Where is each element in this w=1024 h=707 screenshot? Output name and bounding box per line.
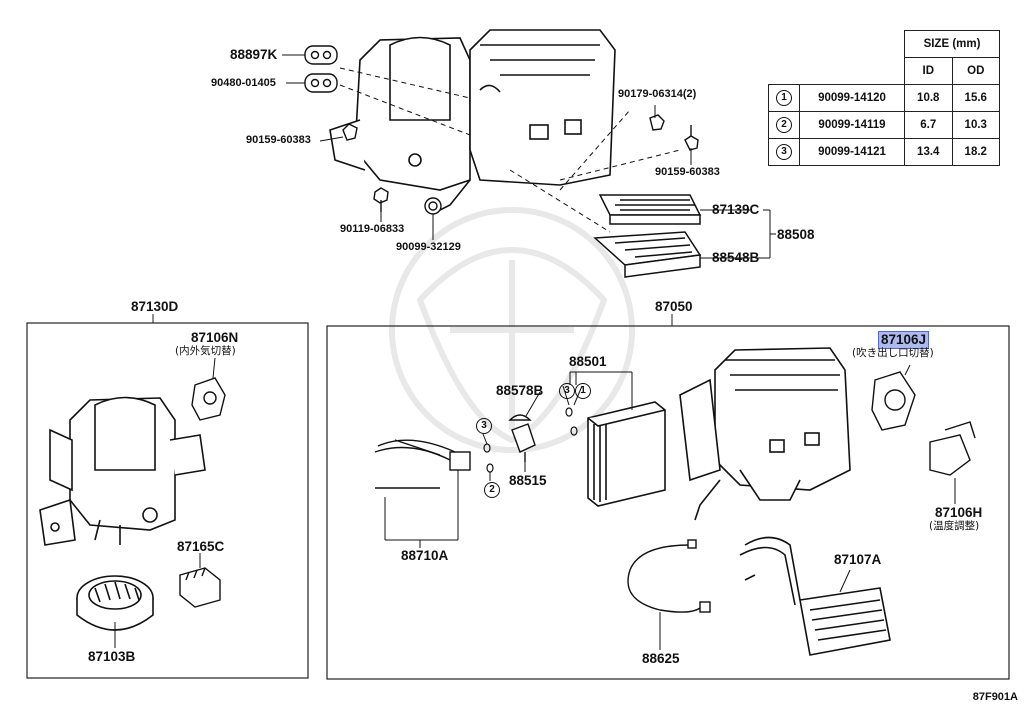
label-88710A: 88710A	[401, 548, 449, 563]
actuator-87106N	[191, 377, 226, 421]
blower-housing	[39, 396, 206, 546]
actuator-87106H	[929, 421, 976, 476]
callout-circle-3-b: 3	[476, 418, 492, 434]
frame-87130D	[26, 322, 309, 679]
label-87050: 87050	[655, 299, 693, 314]
bolt-icons-top	[342, 114, 699, 215]
col-od-header: OD	[951, 57, 1000, 85]
figure-code: 87F901A	[972, 691, 1018, 703]
pipes-88710A	[374, 439, 471, 489]
label-88501: 88501	[569, 354, 607, 369]
inner-diameter: 6.7	[904, 111, 953, 139]
frame-87050	[326, 325, 1010, 680]
label-90480-01405: 90480-01405	[211, 77, 276, 89]
label-88515: 88515	[509, 473, 547, 488]
callout-circle-2-b: 2	[484, 482, 500, 498]
filter-87139C	[598, 194, 702, 225]
label-87107A: 87107A	[834, 552, 882, 567]
label-87106H-jp: (温度調整)	[929, 520, 980, 532]
label-87106J-highlighted[interactable]: 87106J	[878, 331, 930, 349]
expansion-valve-88515	[508, 414, 536, 462]
label-90159-60383-left: 90159-60383	[246, 134, 311, 146]
top-hvac-housing	[329, 29, 616, 211]
row-number: 3	[776, 144, 792, 160]
row-number: 1	[776, 90, 792, 106]
label-90159-60383-right: 90159-60383	[655, 166, 720, 178]
table-row: 1 90099-14120 10.8 15.6	[768, 84, 1000, 112]
label-87130D: 87130D	[131, 299, 179, 314]
label-88548B: 88548B	[712, 250, 760, 265]
label-87106H: 87106H	[935, 505, 983, 520]
label-88897K: 88897K	[230, 47, 278, 62]
label-90119-06833: 90119-06833	[340, 223, 405, 235]
callout-circle-1-a: 1	[575, 383, 591, 399]
label-88625: 88625	[642, 651, 680, 666]
row-number: 2	[776, 117, 792, 133]
col-id-header: ID	[904, 57, 953, 85]
filter-88548B	[593, 231, 702, 278]
table-row: 2 90099-14119 6.7 10.3	[768, 111, 1000, 139]
label-90179-06314: 90179-06314(2)	[618, 88, 697, 100]
outer-diameter: 18.2	[951, 138, 1000, 166]
part-number: 90099-14120	[799, 84, 905, 112]
outer-diameter: 15.6	[951, 84, 1000, 112]
heater-unit-87050	[679, 347, 851, 521]
top-dashed-leaders	[339, 67, 681, 233]
label-88508: 88508	[777, 227, 815, 242]
harness-88625	[627, 539, 711, 613]
resistor-87165C	[179, 567, 221, 608]
label-87106J-jp: (吹き出し口切替)	[852, 347, 934, 359]
inner-diameter: 13.4	[904, 138, 953, 166]
actuator-87106J	[871, 371, 916, 431]
size-header: SIZE (mm)	[904, 30, 1000, 58]
gasket-88897K	[304, 45, 338, 93]
outer-diameter: 10.3	[951, 111, 1000, 139]
o-ring-size-table: SIZE (mm) ID OD 1 90099-14120 10.8 15.6 …	[768, 30, 1000, 166]
top-leader-lines	[282, 54, 776, 259]
label-87106N-jp: (内外気切替)	[175, 345, 236, 357]
evaporator-88501	[587, 401, 666, 507]
part-number: 90099-14119	[799, 111, 905, 139]
callout-circle-3-a: 3	[559, 383, 575, 399]
label-87103B: 87103B	[88, 649, 136, 664]
label-87139C: 87139C	[712, 202, 760, 217]
blower-motor-87103B	[76, 575, 154, 631]
part-number: 90099-14121	[799, 138, 905, 166]
heater-core-87107A	[739, 536, 891, 656]
left-leader-lines	[114, 357, 216, 648]
table-row: 3 90099-14121 13.4 18.2	[768, 138, 1000, 166]
label-87165C: 87165C	[177, 539, 225, 554]
label-88578B: 88578B	[496, 383, 544, 398]
label-87106N: 87106N	[191, 330, 239, 345]
label-90099-32129: 90099-32129	[396, 241, 461, 253]
inner-diameter: 10.8	[904, 84, 953, 112]
